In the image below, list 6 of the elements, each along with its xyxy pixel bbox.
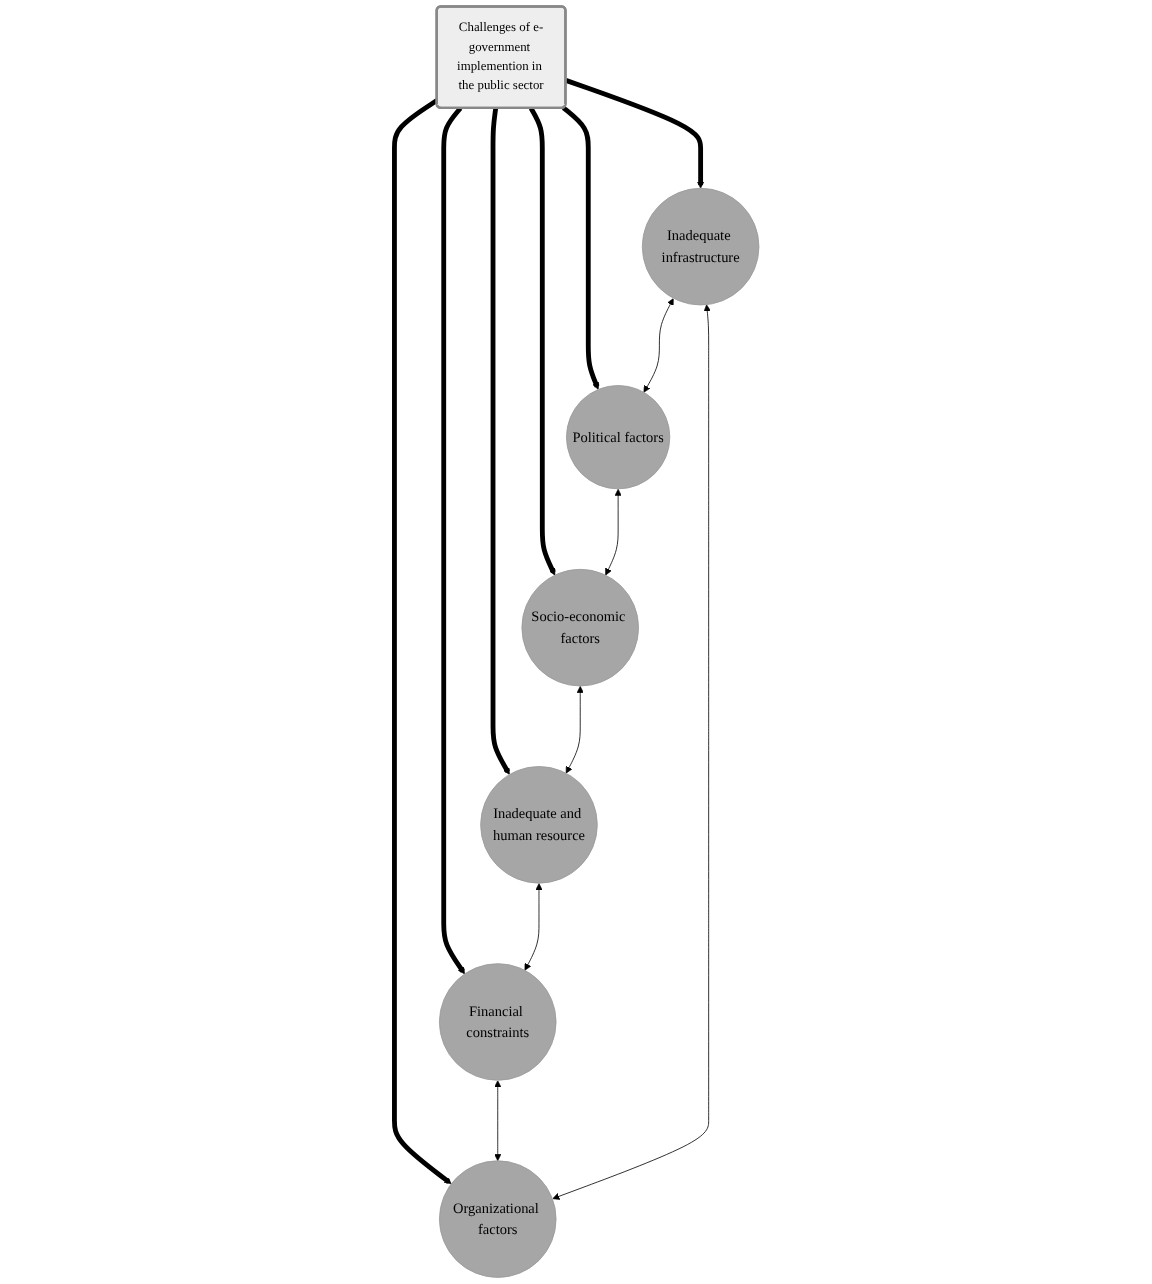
arrow [564, 78, 704, 189]
arrow [440, 106, 465, 975]
arrow [489, 107, 510, 775]
arrow [391, 98, 451, 1185]
arrow [528, 107, 555, 576]
arrow [561, 106, 599, 390]
